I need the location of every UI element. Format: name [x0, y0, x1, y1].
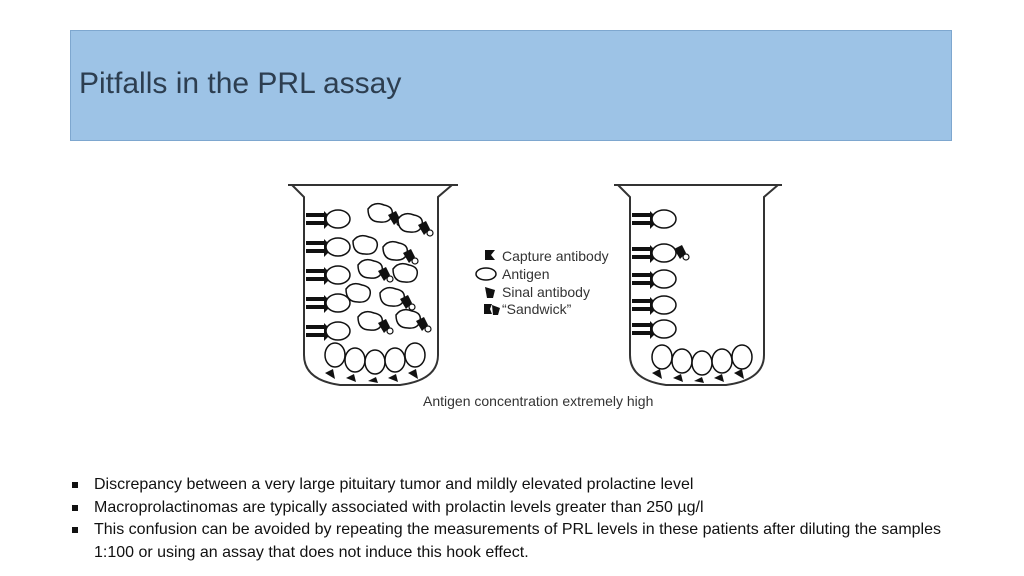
slide-title: Pitfalls in the PRL assay	[79, 67, 402, 100]
bullet-list: Discrepancy between a very large pituita…	[70, 474, 950, 564]
legend-capture-antibody: Capture antibody	[502, 248, 609, 264]
bullet-text: Macroprolactinomas are typically associa…	[94, 498, 704, 516]
capture-antibody-icon	[485, 250, 495, 260]
legend-sandwich: “Sandwick”	[502, 301, 572, 317]
bullet-item: Discrepancy between a very large pituita…	[70, 474, 950, 497]
bullet-item: This confusion can be avoided by repeati…	[70, 519, 950, 564]
antigen-icon	[475, 267, 497, 281]
legend: Capture antibody Antigen Sinal antibody …	[475, 248, 609, 317]
bullet-item: Macroprolactinomas are typically associa…	[70, 497, 950, 520]
legend-antigen: Antigen	[502, 266, 549, 282]
figure-caption: Antigen concentration extremely high	[423, 393, 653, 409]
left-beaker	[288, 184, 458, 386]
right-beaker	[614, 184, 782, 386]
hook-effect-diagram: Capture antibody Antigen Sinal antibody …	[280, 175, 800, 415]
bullet-text: Discrepancy between a very large pituita…	[94, 476, 694, 493]
bullet-square-icon	[72, 527, 78, 533]
title-band: Pitfalls in the PRL assay	[70, 30, 952, 141]
sandwich-icon	[484, 304, 500, 315]
bullet-square-icon	[72, 482, 78, 488]
bullet-text: This confusion can be avoided by repeati…	[94, 521, 942, 561]
legend-signal-antibody: Sinal antibody	[502, 284, 590, 300]
bullet-square-icon	[72, 504, 78, 511]
signal-antibody-icon	[485, 287, 495, 298]
